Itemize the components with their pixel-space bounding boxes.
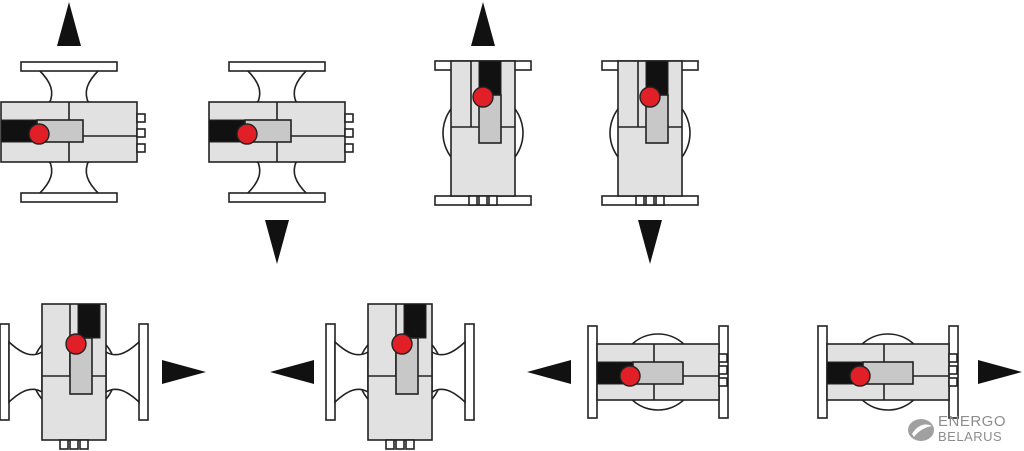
terminal-rib	[405, 439, 415, 450]
terminal-rib	[488, 195, 498, 206]
cable-block	[403, 303, 427, 339]
terminal-rib	[136, 113, 146, 123]
indicator-dot	[236, 123, 258, 145]
terminal-rib	[136, 128, 146, 138]
energo-leaf-icon	[908, 419, 934, 441]
terminal-rib	[948, 365, 958, 375]
indicator-dot	[391, 333, 413, 355]
lower-flange	[228, 192, 326, 203]
lower-flange	[20, 192, 118, 203]
terminal-rib	[344, 143, 354, 153]
cable-block	[77, 303, 101, 339]
terminal-rib	[478, 195, 488, 206]
upper-neck	[37, 69, 101, 105]
terminal-rib	[395, 439, 405, 450]
flow-arrow-left	[527, 360, 571, 384]
terminal-rib	[718, 365, 728, 375]
terminal-rib	[718, 353, 728, 363]
terminal-rib	[59, 439, 69, 450]
pump-pos-4	[601, 60, 699, 206]
flow-arrow-down	[638, 220, 662, 264]
terminal-rib	[344, 113, 354, 123]
energo-belarus-logo: ENERGO BELARUS	[904, 412, 1020, 448]
left-flange	[817, 325, 828, 419]
terminal-box	[862, 361, 914, 385]
pump-pos-2	[208, 61, 354, 203]
terminal-rib	[718, 377, 728, 387]
logo-line-1: ENERGO	[938, 413, 1007, 430]
lower-neck	[245, 159, 309, 195]
flow-arrow-right	[978, 360, 1022, 384]
pump-pos-7	[587, 325, 729, 419]
indicator-dot	[639, 86, 661, 108]
pump-pos-5	[0, 303, 149, 450]
pump-pos-6	[325, 303, 475, 450]
logo-line-2: BELARUS	[938, 429, 1003, 444]
terminal-rib	[948, 377, 958, 387]
pump-pos-1	[0, 61, 146, 203]
right-flange	[138, 323, 149, 421]
indicator-dot	[849, 365, 871, 387]
terminal-rib	[948, 353, 958, 363]
right-flange	[464, 323, 475, 421]
indicator-dot	[65, 333, 87, 355]
indicator-dot	[619, 365, 641, 387]
terminal-rib	[635, 195, 645, 206]
left-flange	[325, 323, 336, 421]
left-flange	[587, 325, 598, 419]
terminal-rib	[385, 439, 395, 450]
flow-arrow-up	[57, 2, 81, 46]
terminal-rib	[468, 195, 478, 206]
pump-pos-8	[817, 325, 959, 419]
terminal-rib	[344, 128, 354, 138]
terminal-box	[632, 361, 684, 385]
flow-arrow-right	[162, 360, 206, 384]
terminal-rib	[136, 143, 146, 153]
upper-neck	[245, 69, 309, 105]
terminal-rib	[79, 439, 89, 450]
terminal-rib	[655, 195, 665, 206]
terminal-rib	[645, 195, 655, 206]
flow-arrow-left	[270, 360, 314, 384]
lower-neck	[37, 159, 101, 195]
flow-arrow-down	[265, 220, 289, 264]
indicator-dot	[28, 123, 50, 145]
upper-flange	[20, 61, 118, 72]
left-flange	[0, 323, 10, 421]
indicator-dot	[472, 86, 494, 108]
terminal-rib	[69, 439, 79, 450]
upper-flange	[228, 61, 326, 72]
flow-arrow-up	[471, 2, 495, 46]
pump-pos-3	[434, 60, 532, 206]
